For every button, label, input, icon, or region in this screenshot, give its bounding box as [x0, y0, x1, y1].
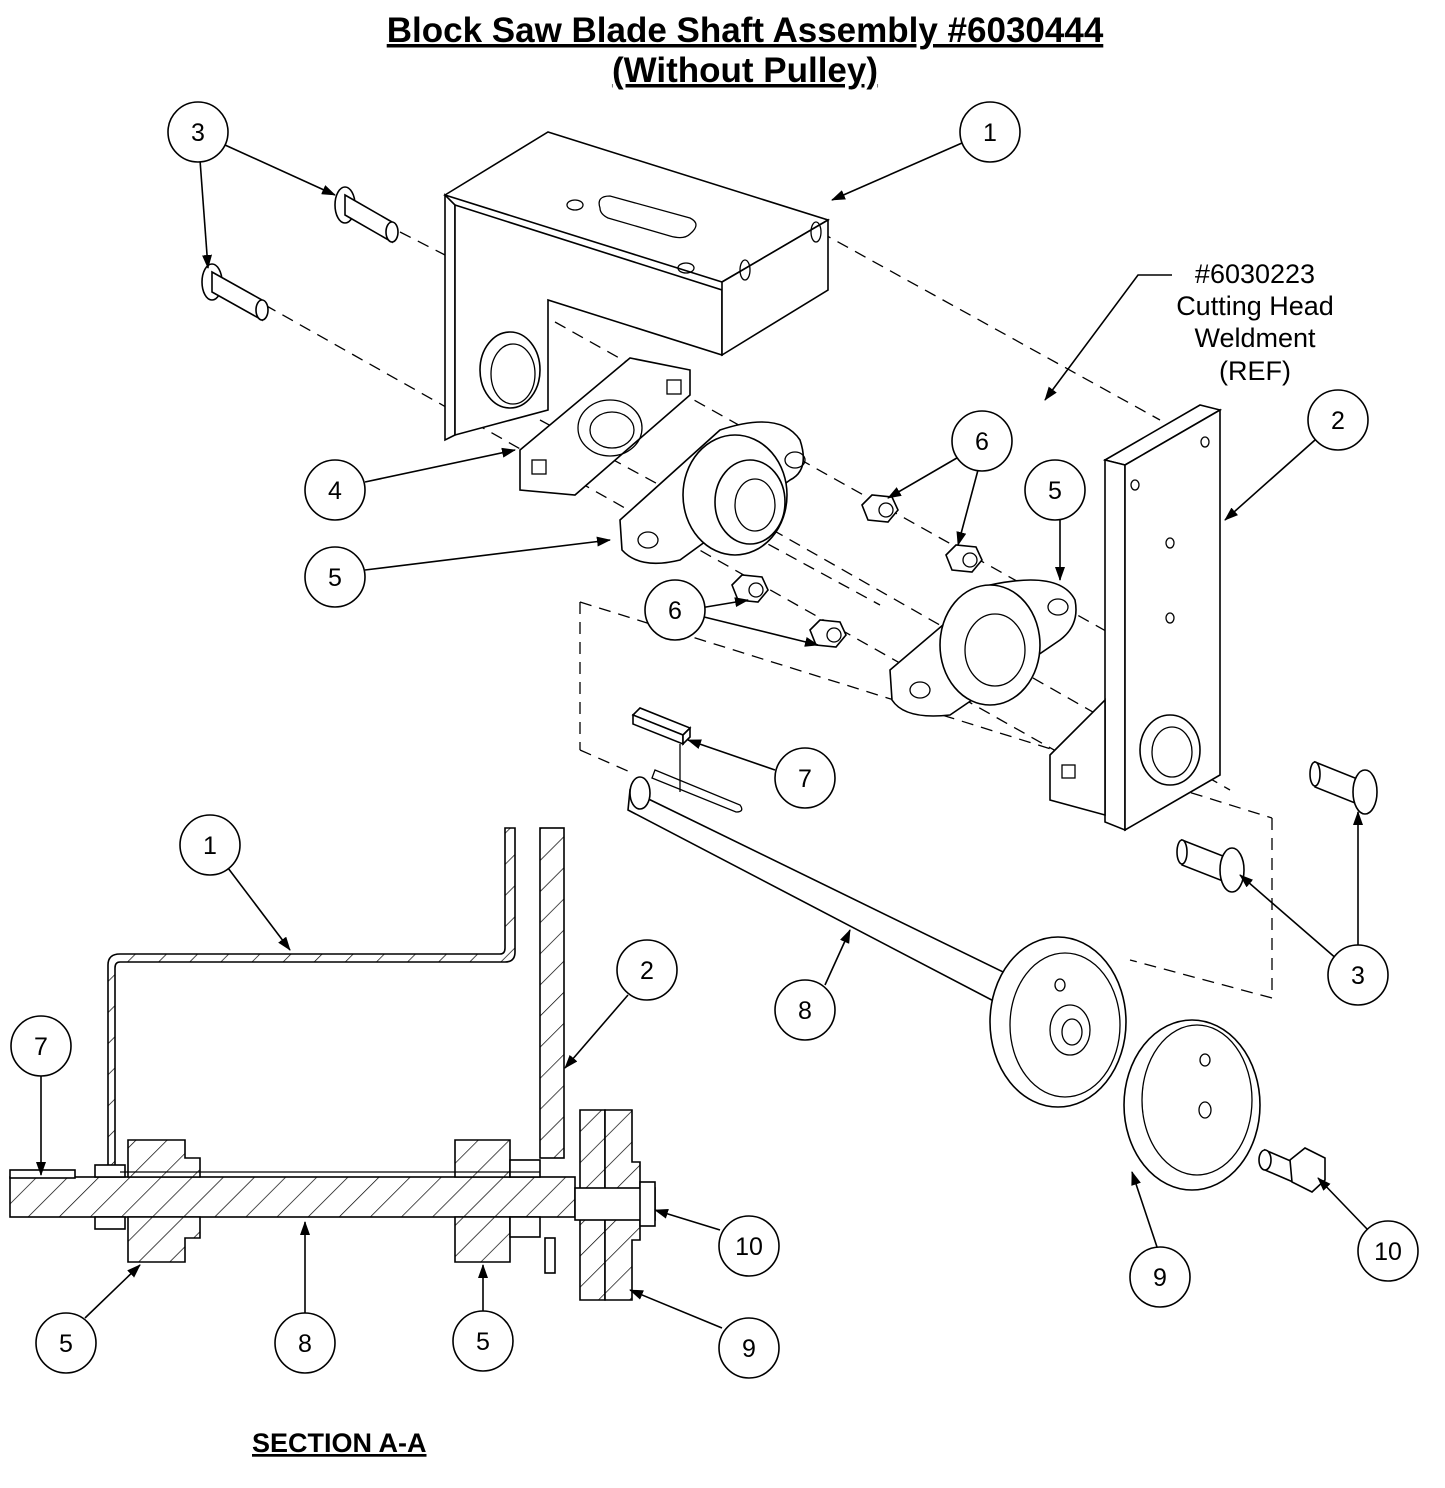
callout-number: 7: [34, 1033, 48, 1061]
callout-bubble: 6: [644, 579, 706, 641]
callout-bubble: 5: [452, 1310, 514, 1372]
ref-note-line3: Weldment: [1194, 323, 1316, 353]
callout-number: 5: [59, 1330, 73, 1358]
callout-number: 1: [983, 119, 997, 147]
callout-number: 3: [1351, 962, 1365, 990]
hex-bolt-part-10: [1258, 1147, 1326, 1193]
callout-bubble: 3: [1327, 944, 1389, 1006]
callout-number: 2: [640, 957, 654, 985]
callout-bubble: 2: [616, 939, 678, 1001]
callout-number: 8: [798, 997, 812, 1025]
callout-number: 4: [328, 477, 342, 505]
section-label: SECTION A-A: [252, 1428, 427, 1458]
weldment-plate-part-2: [1049, 404, 1223, 832]
callout-bubble: 5: [1024, 459, 1086, 521]
callouts-section: 1 2 7 10 5 8 5 9: [10, 814, 780, 1379]
bolts-part-3-upper: [201, 186, 399, 322]
callout-number: 5: [328, 564, 342, 592]
section-view: [9, 827, 656, 1301]
callout-bubble: 1: [179, 814, 241, 876]
flange-bearing-part-5-a: [619, 421, 806, 565]
callout-bubble: 8: [274, 1312, 336, 1374]
callout-bubble: 9: [1129, 1246, 1191, 1308]
reference-note: #6030223 Cutting Head Weldment (REF): [1044, 259, 1334, 401]
callout-bubble: 5: [304, 546, 366, 608]
callout-bubble: 8: [774, 979, 836, 1041]
key-part-7: [631, 707, 692, 792]
callout-number: 1: [203, 832, 217, 860]
bracket-part-1: [443, 131, 830, 442]
diagram-title-line1: Block Saw Blade Shaft Assembly #6030444: [387, 11, 1104, 50]
callout-bubble: 7: [774, 747, 836, 809]
shaft-part-8: [627, 769, 1127, 1108]
leader-lines: [36, 142, 1369, 1329]
callout-number: 9: [742, 1335, 756, 1363]
callout-number: 10: [1374, 1238, 1402, 1266]
callout-bubble: 10: [1357, 1220, 1419, 1282]
callout-bubble: 2: [1307, 389, 1369, 451]
callout-number: 2: [1331, 407, 1345, 435]
bolts-part-3-lower: [1176, 760, 1378, 893]
plate-part-4: [519, 357, 691, 496]
callout-number: 3: [191, 119, 205, 147]
callouts-exploded: 3 1 4 5 6 2 5 6 7 8 3 9 10: [167, 101, 1419, 1308]
callout-bubble: 10: [718, 1215, 780, 1277]
ref-note-line4: (REF): [1219, 356, 1291, 386]
callout-number: 10: [735, 1233, 763, 1261]
callout-bubble: 1: [959, 101, 1021, 163]
callout-number: 5: [1048, 477, 1062, 505]
nuts-part-6: [731, 494, 983, 648]
callout-bubble: 4: [304, 459, 366, 521]
callout-bubble: 9: [718, 1317, 780, 1379]
ref-note-line2: Cutting Head: [1176, 291, 1334, 321]
callout-number: 7: [798, 765, 812, 793]
callout-number: 5: [476, 1328, 490, 1356]
callout-bubble: 7: [10, 1015, 72, 1077]
callout-number: 6: [668, 597, 682, 625]
diagram-title-line2: (Without Pulley): [612, 51, 878, 90]
callout-bubble: 6: [951, 410, 1013, 472]
callout-bubble: 5: [35, 1312, 97, 1374]
outer-flange-part-9: [1123, 1019, 1261, 1191]
flange-bearing-part-5-b: [889, 579, 1077, 717]
callout-number: 9: [1153, 1264, 1167, 1292]
callout-number: 8: [298, 1330, 312, 1358]
callout-number: 6: [975, 428, 989, 456]
callout-bubble: 3: [167, 101, 229, 163]
ref-note-line1: #6030223: [1195, 259, 1315, 289]
